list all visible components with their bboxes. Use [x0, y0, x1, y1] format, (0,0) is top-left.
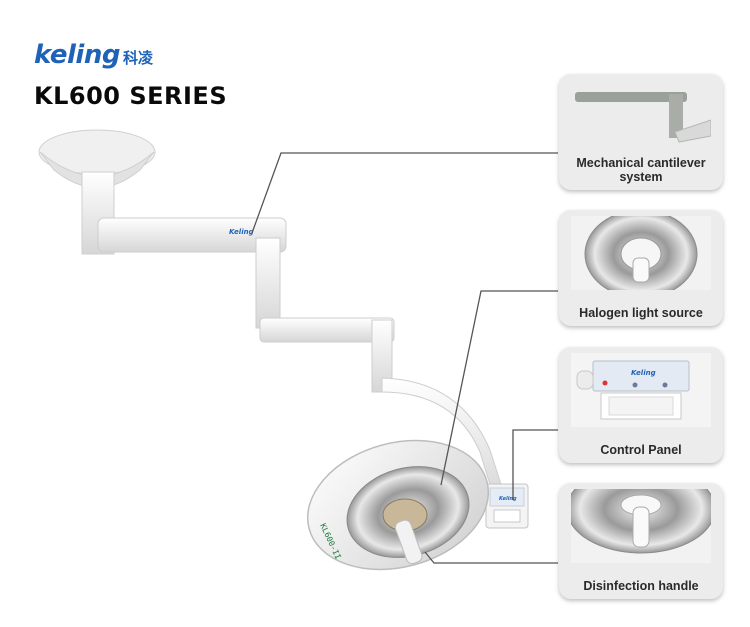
callout-control-panel: Keling Control Panel [559, 347, 723, 463]
callout-label: Mechanical cantilever system [576, 156, 706, 184]
cantilever-arm: Keling [97, 217, 507, 505]
panel-brand-label: Keling [499, 496, 517, 502]
callout-cantilever: Mechanical cantilever system [559, 74, 723, 190]
callout-handle: Disinfection handle [559, 483, 723, 599]
handle-thumbnail [571, 489, 711, 563]
callout-label: Halogen light source [579, 306, 703, 320]
panel-thumbnail-brand: Keling [631, 369, 656, 377]
halogen-thumbnail [571, 216, 711, 290]
leader-line-cantilever [251, 152, 558, 234]
brand-logo-chinese: 科凌 [122, 49, 153, 67]
callout-halogen: Halogen light source [559, 210, 723, 326]
callout-label: Control Panel [600, 443, 682, 457]
cantilever-thumbnail [575, 92, 711, 143]
leader-line-halogen [440, 290, 558, 486]
callout-label: Disinfection handle [583, 579, 699, 593]
brand-logo-wordmark: keling [34, 40, 120, 70]
control-box: Keling [485, 483, 529, 529]
page-title: KL600 SERIES [34, 82, 228, 110]
leader-line-handle [424, 551, 558, 564]
brand-logo: keling 科凌 [34, 40, 153, 70]
arm-brand-label: Keling [229, 228, 254, 236]
ceiling-canopy [38, 129, 156, 255]
leader-lines [251, 152, 558, 564]
control-panel-thumbnail: Keling [571, 353, 711, 427]
leader-line-control-panel [512, 429, 558, 500]
